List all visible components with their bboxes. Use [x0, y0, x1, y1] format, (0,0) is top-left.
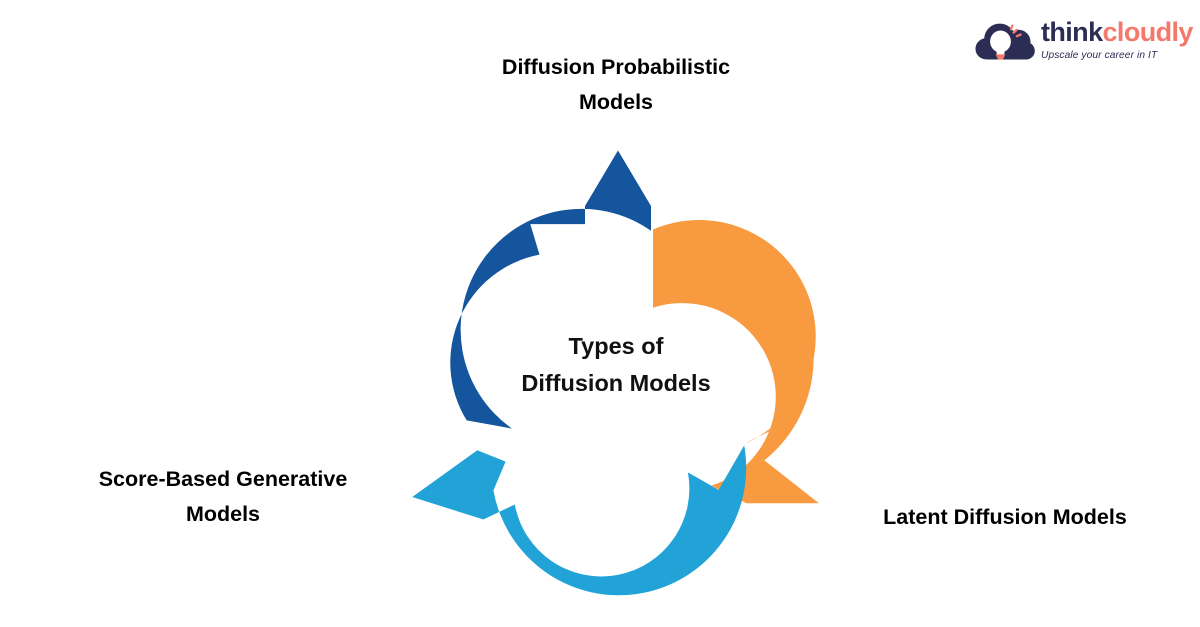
- label-line-2: Models: [185, 501, 261, 526]
- logo-tagline: Upscale your career in IT: [1041, 49, 1158, 61]
- logo-word-cloudly: cloudly: [1102, 16, 1194, 47]
- brand-logo: thinkcloudly Upscale your career in IT: [975, 14, 1194, 66]
- label-score-based-generative-models: Score-Based Generative Models: [28, 462, 418, 532]
- light-blue-arrow: [412, 445, 747, 596]
- label-line-1: Diffusion Probabilistic: [501, 55, 731, 79]
- dark-blue-arrow: [450, 150, 651, 429]
- logo-word-think: think: [1041, 16, 1103, 47]
- label-line-1: Latent Diffusion Models: [883, 505, 1127, 529]
- center-title-line-2: Diffusion Models: [521, 370, 711, 397]
- diagram-center-title: Types of Diffusion Models: [485, 328, 747, 402]
- label-diffusion-probabilistic-models: Diffusion Probabilistic Models: [418, 50, 814, 120]
- label-line-1: Score-Based Generative: [98, 467, 348, 491]
- logo-text-block: thinkcloudly Upscale your career in IT: [1041, 16, 1194, 61]
- label-line-2: Models: [578, 89, 654, 114]
- label-latent-diffusion-models: Latent Diffusion Models: [820, 500, 1190, 535]
- center-title-line-1: Types of: [568, 333, 664, 359]
- cloud-lightbulb-logo-icon: [975, 23, 1035, 60]
- logo-wordmark: thinkcloudly: [1041, 16, 1194, 47]
- orange-arrow: [652, 220, 819, 504]
